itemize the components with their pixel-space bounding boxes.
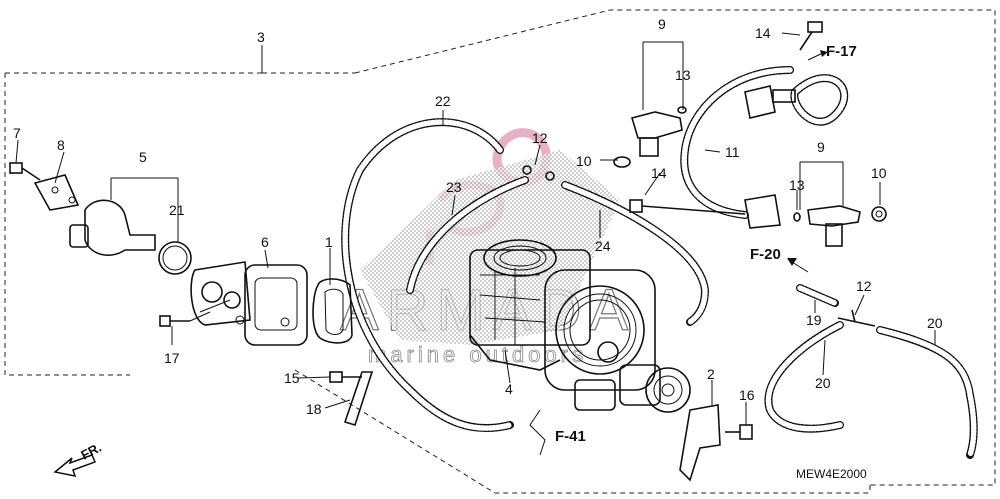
injector-upper [613,106,687,168]
callout-21: 21 [169,202,185,218]
ref-f17-arrow [807,50,828,61]
hose-24 [561,181,710,326]
ref-f41: F-41 [555,428,586,445]
callout-2: 2 [707,366,715,382]
callout-13-upper: 13 [675,67,691,83]
callout-20-right: 20 [927,315,943,331]
callout-12-lower: 12 [856,278,872,294]
callout-16: 16 [739,387,755,403]
bracket-2 [679,404,721,482]
callout-5: 5 [139,149,147,165]
callout-14-upper: 14 [755,25,771,41]
callout-10-upper: 10 [576,153,592,169]
callout-7: 7 [13,125,21,141]
hose-23 [406,176,529,294]
fuel-joint-lower [744,194,781,229]
injector-lower [793,205,887,247]
bolt-7 [9,162,41,181]
callout-6: 6 [261,234,269,250]
callout-19: 19 [806,312,822,328]
callout-17: 17 [164,350,180,366]
iac-housing [190,261,308,346]
callout-3: 3 [257,29,265,45]
ref-f20-arrow [787,258,809,273]
leader-lines [15,32,936,456]
callout-24: 24 [595,238,611,254]
bolt-17 [159,315,190,327]
sensor-5 [69,199,192,275]
callout-10-lower: 10 [871,165,887,181]
callout-8: 8 [57,137,65,153]
callout-9-upper: 9 [658,16,666,32]
hose-20-left [764,321,844,433]
ref-f20: F-20 [750,246,781,263]
callout-23: 23 [446,179,462,195]
stay-18 [343,371,374,426]
front-direction-arrow [53,454,97,477]
callout-4: 4 [505,381,513,397]
bolt-16 [725,424,753,440]
callout-18: 18 [306,401,322,417]
throttle-body [469,239,691,413]
callout-9-lower: 9 [817,139,825,155]
hose-19 [796,284,839,307]
hose-11 [680,66,849,219]
joint-12-upper [522,165,555,181]
callout-13-lower: 13 [789,177,805,193]
callout-20-left: 20 [815,375,831,391]
t-joint-12 [837,309,876,327]
fuel-joint-upper [744,85,796,119]
ref-f17: F-17 [826,43,857,60]
callout-1: 1 [325,234,333,250]
assembly-frame [4,9,996,494]
bolt-14-upper [799,21,823,51]
callout-22: 22 [435,93,451,109]
callout-labels: 1 2 3 4 5 6 7 8 9 9 10 10 11 12 12 13 13… [13,16,943,417]
callout-12-upper: 12 [532,130,548,146]
callout-15: 15 [284,370,300,386]
bolt-15 [329,371,362,383]
watermark-subtitle: marine outdoors [368,342,587,367]
callout-11: 11 [725,144,740,160]
bracket-8 [33,174,80,211]
callout-14-lower: 14 [651,165,667,181]
bolt-14-lower [629,199,746,215]
hose-20-right [876,326,978,459]
gasket [312,278,353,344]
hose-22 [341,118,514,433]
diagram-code: MEW4E2000 [796,467,867,481]
